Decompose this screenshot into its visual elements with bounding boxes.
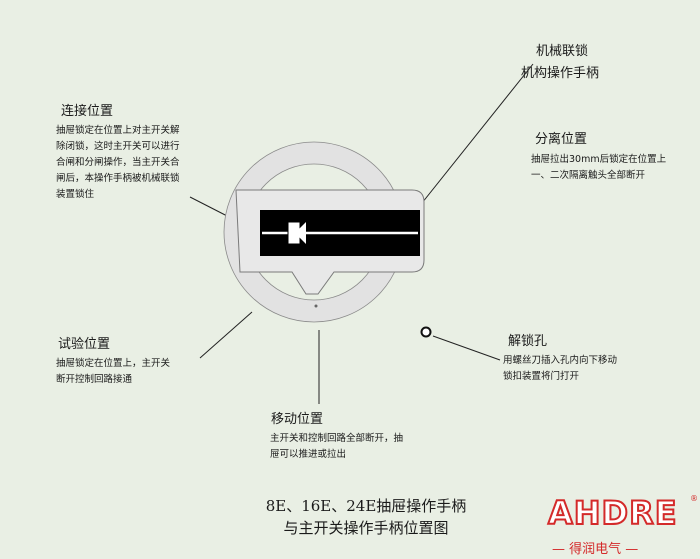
connect-position-desc: 抽屉锁定在位置上对主开关解 除闭锁，这时主开关可以进行 合闸和分闸操作，当主开关… xyxy=(56,123,196,203)
move-desc-line: 主开关和控制回路全部断开，抽 xyxy=(270,433,404,444)
test-position-title: 试验位置 xyxy=(58,337,111,352)
test-desc-line: 抽屉锁定在位置上，主开关 xyxy=(56,358,171,369)
move-desc-line: 屉可以推进或拉出 xyxy=(270,449,347,460)
connect-desc-line: 除闭锁，这时主开关可以进行 xyxy=(56,141,180,152)
unlock-desc-line: 锁扣装置将门打开 xyxy=(503,371,580,382)
caption-line-2: 与主开关操作手柄位置图 xyxy=(283,519,449,537)
brand-logo: AHDRE xyxy=(547,493,678,533)
test-position-desc: 抽屉锁定在位置上，主开关 断开控制回路接通 xyxy=(56,356,186,388)
connect-desc-line: 抽屉锁定在位置上对主开关解 xyxy=(56,125,180,136)
separate-desc-line: 一、二次隔离触头全部断开 xyxy=(531,170,646,181)
connect-position-title: 连接位置 xyxy=(61,104,114,119)
mech-lock-title: 机械联锁 xyxy=(536,44,589,59)
mech-lock-subtitle: 机构操作手柄 xyxy=(521,66,600,81)
leader-test xyxy=(199,311,253,359)
unlock-desc-line: 用螺丝刀插入孔内向下移动 xyxy=(503,355,618,366)
separate-desc-line: 抽屉拉出30mm后锁定在位置上 xyxy=(531,154,667,165)
caption-line-1: 8E、16E、24E抽屉操作手柄 xyxy=(265,497,467,515)
brand-subtitle: — 得润电气 — xyxy=(552,542,639,557)
registered-mark: ® xyxy=(690,494,698,503)
connect-desc-line: 装置锁住 xyxy=(56,189,95,200)
leader-unlock xyxy=(432,335,501,361)
connect-desc-line: 闸后，本操作手柄被机械联锁 xyxy=(56,173,180,184)
operating-handle xyxy=(235,189,425,308)
unlock-hole-title: 解锁孔 xyxy=(508,334,548,349)
test-desc-line: 断开控制回路接通 xyxy=(56,374,133,385)
unlock-hole-desc: 用螺丝刀插入孔内向下移动 锁扣装置将门打开 xyxy=(503,353,663,385)
move-position-title: 移动位置 xyxy=(271,412,324,427)
leader-mech-lock xyxy=(409,63,534,219)
separate-position-desc: 抽屉拉出30mm后锁定在位置上 一、二次隔离触头全部断开 xyxy=(531,152,696,184)
figure-caption: 8E、16E、24E抽屉操作手柄 与主开关操作手柄位置图 xyxy=(236,495,496,539)
unlock-hole xyxy=(420,326,432,338)
move-position-desc: 主开关和控制回路全部断开，抽 屉可以推进或拉出 xyxy=(270,431,430,463)
connect-desc-line: 合闸和分闸操作，当主开关合 xyxy=(56,157,180,168)
separate-position-title: 分离位置 xyxy=(535,132,588,147)
